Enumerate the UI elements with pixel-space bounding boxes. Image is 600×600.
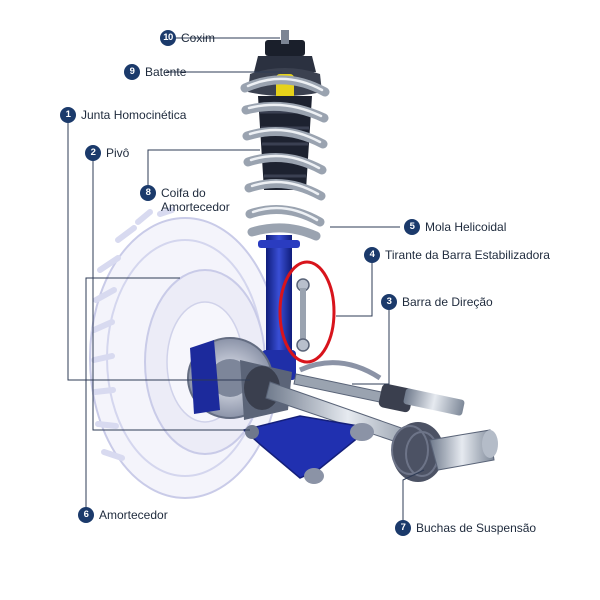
- callout-mola-helicoidal: 5 Mola Helicoidal: [404, 219, 506, 235]
- callout-barra-de-direcao: 3 Barra de Direção: [381, 294, 493, 310]
- stabilizer-link: [296, 278, 310, 352]
- top-mount: [254, 30, 316, 72]
- callout-junta-homocinetica: 1 Junta Homocinética: [60, 107, 186, 123]
- steering-rack: [293, 360, 465, 416]
- callout-label: Barra de Direção: [402, 295, 493, 309]
- callout-label: Amortecedor: [99, 508, 168, 522]
- highlight-circle: [278, 260, 336, 364]
- callout-pivo: 2 Pivô: [85, 145, 129, 161]
- callout-number-badge: 1: [60, 107, 76, 123]
- callout-amortecedor: 6 Amortecedor: [78, 507, 168, 523]
- control-arm: [242, 415, 374, 484]
- callout-label: Junta Homocinética: [81, 108, 187, 122]
- callout-label: Pivô: [106, 146, 130, 160]
- callout-number-badge: 9: [124, 64, 140, 80]
- callout-coxim: 10 Coxim: [160, 30, 215, 46]
- callout-number-badge: 7: [395, 520, 411, 536]
- callout-number-badge: 5: [404, 219, 420, 235]
- callout-tirante-da-barra-estabilizadora: 4 Tirante da Barra Estabilizadora: [364, 247, 550, 263]
- callout-buchas-de-suspensao: 7 Buchas de Suspensão: [395, 520, 536, 536]
- callout-number-badge: 4: [364, 247, 380, 263]
- callout-label: Tirante da Barra Estabilizadora: [385, 248, 550, 262]
- callout-number-badge: 10: [160, 30, 176, 46]
- callout-batente: 9 Batente: [124, 64, 186, 80]
- callout-label: Coxim: [181, 31, 216, 45]
- drive-shaft: [244, 366, 498, 482]
- callout-number-badge: 8: [140, 185, 156, 201]
- callout-label: Coifa do Amortecedor: [161, 186, 230, 214]
- callout-coifa-do-amortecedor: 8 Coifa do Amortecedor: [140, 185, 271, 214]
- leader-lines: [67, 37, 425, 524]
- callout-number-badge: 3: [381, 294, 397, 310]
- callout-number-badge: 6: [78, 507, 94, 523]
- callout-label: Buchas de Suspensão: [416, 521, 537, 535]
- callout-label: Mola Helicoidal: [425, 220, 507, 234]
- callout-number-badge: 2: [85, 145, 101, 161]
- callout-label: Batente: [145, 65, 187, 79]
